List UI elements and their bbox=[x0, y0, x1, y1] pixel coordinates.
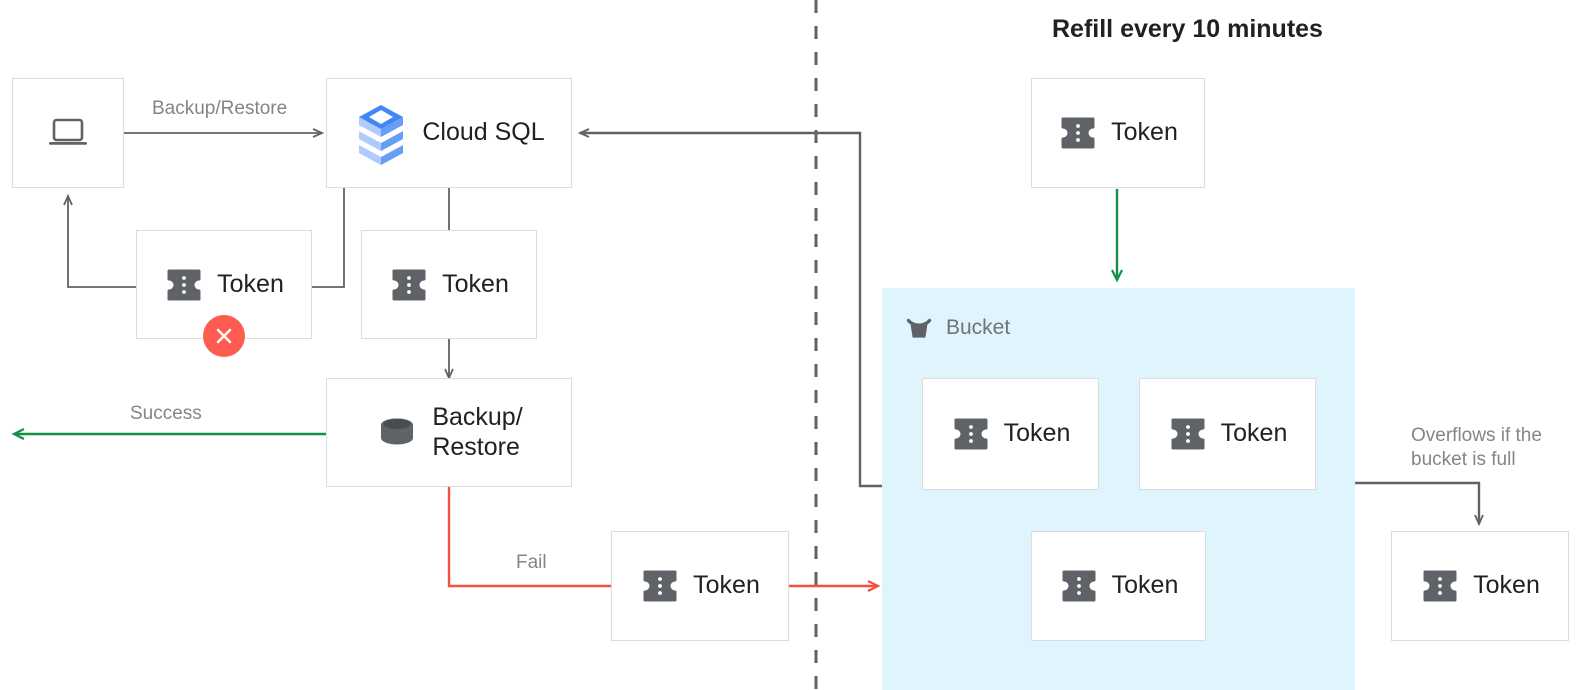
bucket-heading: Bucket bbox=[903, 312, 1010, 344]
edge-label-overflow: Overflows if the bucket is full bbox=[1411, 425, 1542, 470]
node-backup-restore[interactable]: Backup/ Restore bbox=[326, 378, 572, 487]
node-cloud-sql[interactable]: Cloud SQL bbox=[326, 78, 572, 188]
edge-overflow bbox=[1355, 481, 1479, 524]
node-label-cloud-sql: Cloud SQL bbox=[422, 118, 545, 147]
node-label-backup-restore: Backup/ Restore bbox=[432, 403, 523, 461]
node-label-token-sql: Token bbox=[442, 269, 509, 298]
token-icon bbox=[389, 268, 429, 302]
token-icon bbox=[951, 417, 991, 451]
bucket-label: Bucket bbox=[946, 316, 1011, 339]
bucket-icon bbox=[903, 312, 935, 344]
close-icon bbox=[216, 328, 232, 344]
node-label-token-bucket-1: Token bbox=[1003, 419, 1071, 448]
node-token-refill[interactable]: Token bbox=[1031, 78, 1205, 188]
node-label-token-bucket-3: Token bbox=[1111, 571, 1179, 600]
node-token-overflow[interactable]: Token bbox=[1391, 531, 1569, 641]
node-token-fail[interactable]: Token bbox=[611, 531, 789, 641]
node-label-token-bucket-2: Token bbox=[1220, 419, 1288, 448]
token-icon bbox=[164, 268, 204, 302]
node-token-bucket-1[interactable]: Token bbox=[922, 378, 1099, 490]
node-token-bucket-2[interactable]: Token bbox=[1139, 378, 1316, 490]
database-icon bbox=[375, 414, 419, 452]
token-icon bbox=[1058, 116, 1098, 150]
edge-label-success: Success bbox=[130, 403, 202, 424]
node-label-token-fail: Token bbox=[693, 571, 760, 600]
edge-label-fail: Fail bbox=[516, 552, 547, 573]
token-icon bbox=[640, 569, 680, 603]
token-icon bbox=[1420, 569, 1460, 603]
node-label-token-overflow: Token bbox=[1473, 571, 1540, 600]
cloud-sql-icon bbox=[353, 101, 409, 165]
node-label-token-refill: Token bbox=[1111, 118, 1178, 147]
page-title: Refill every 10 minutes bbox=[1052, 15, 1323, 43]
laptop-icon bbox=[46, 115, 90, 151]
token-icon bbox=[1168, 417, 1208, 451]
node-token-bucket-3[interactable]: Token bbox=[1031, 531, 1206, 641]
node-client[interactable] bbox=[12, 78, 124, 188]
node-label-token-client: Token bbox=[217, 269, 284, 298]
status-badge-failed bbox=[203, 315, 245, 357]
node-token-sql[interactable]: Token bbox=[361, 230, 537, 339]
edge-label-backup-restore: Backup/Restore bbox=[152, 98, 288, 119]
token-icon bbox=[1059, 569, 1099, 603]
edge-bucket-to-cloudsql bbox=[580, 133, 882, 488]
